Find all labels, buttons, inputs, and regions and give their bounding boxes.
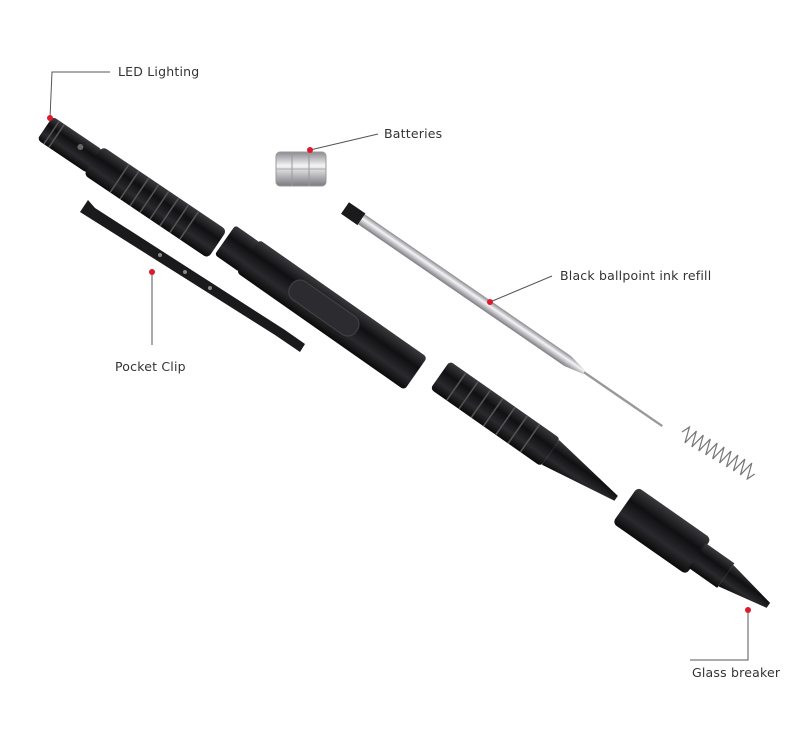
label-batteries: Batteries — [384, 126, 443, 141]
pocket-clip — [80, 200, 305, 352]
glass-breaker-tip — [614, 488, 771, 608]
pen-barrel — [215, 226, 426, 389]
label-ink-refill: Black ballpoint ink refill — [560, 268, 712, 283]
label-led-lighting: LED Lighting — [118, 64, 200, 79]
batteries — [275, 151, 327, 187]
led-flashlight-section — [38, 117, 226, 257]
grip-section — [431, 362, 618, 501]
ink-refill — [341, 202, 663, 428]
spring — [681, 425, 756, 481]
leader-lines — [49, 71, 749, 661]
marker-dots — [47, 115, 751, 613]
label-glass-breaker: Glass breaker — [692, 665, 781, 680]
label-pocket-clip: Pocket Clip — [115, 359, 186, 374]
